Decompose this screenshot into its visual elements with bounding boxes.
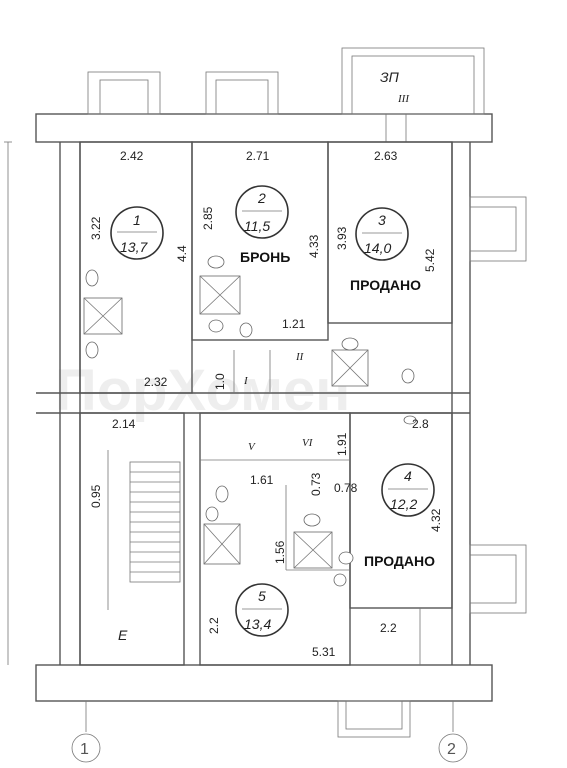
dim-22a: 2.2 bbox=[207, 617, 221, 634]
dim-322: 3.22 bbox=[89, 216, 103, 240]
room-status-2: БРОНЬ bbox=[240, 249, 290, 265]
dim-242: 2.42 bbox=[120, 149, 144, 163]
dim-393: 3.93 bbox=[335, 226, 349, 250]
room-circle-2 bbox=[235, 185, 289, 239]
room-area-5: 13,4 bbox=[244, 616, 271, 632]
room-area-1: 13,7 bbox=[120, 239, 148, 255]
room-area-2: 11,5 bbox=[244, 218, 270, 234]
room-circle-1 bbox=[110, 206, 164, 260]
dim-263: 2.63 bbox=[374, 149, 398, 163]
dim-121: 1.21 bbox=[282, 317, 306, 331]
internal-walls bbox=[79, 141, 453, 666]
dim-432: 4.32 bbox=[429, 508, 443, 532]
dim-214: 2.14 bbox=[112, 417, 136, 431]
stair-label: ЗП bbox=[380, 69, 400, 85]
dim-433: 4.33 bbox=[307, 234, 321, 258]
dimension-labels: 2.42 2.71 2.63 1.21 2.32 2.14 2.8 1.61 0… bbox=[89, 149, 443, 659]
dim-271: 2.71 bbox=[246, 149, 270, 163]
dim-542: 5.42 bbox=[423, 248, 437, 272]
dim-191: 1.91 bbox=[335, 432, 349, 456]
room-status-4: ПРОДАНО bbox=[364, 553, 435, 569]
room-number-1: 1 bbox=[133, 212, 141, 228]
axis-label-2: 2 bbox=[447, 741, 456, 758]
dim-095: 0.95 bbox=[89, 484, 103, 508]
room-status-3: ПРОДАНО bbox=[350, 277, 421, 293]
room-circle-5 bbox=[235, 583, 289, 637]
dim-531: 5.31 bbox=[312, 645, 336, 659]
room-area-4: 12,2 bbox=[390, 496, 417, 512]
bathroom-fixtures bbox=[83, 255, 417, 587]
staircase-label: E bbox=[118, 627, 128, 643]
dim-073: 0.73 bbox=[309, 472, 323, 496]
dim-232: 2.32 bbox=[144, 375, 168, 389]
dim-10: 1.0 bbox=[213, 373, 227, 390]
axis-label-1: 1 bbox=[80, 741, 89, 758]
room-number-5: 5 bbox=[258, 588, 266, 604]
window-bays bbox=[87, 47, 527, 738]
corridor-label-5: V bbox=[248, 441, 256, 453]
corridor-label-2: II bbox=[295, 351, 305, 363]
dim-28: 2.8 bbox=[412, 417, 429, 431]
dim-078: 0.78 bbox=[334, 481, 358, 495]
room-area-3: 14,0 bbox=[364, 240, 391, 256]
staircase bbox=[107, 450, 181, 610]
room-markers: 1 13,7 2 11,5 БРОНЬ 3 14,0 ПРОДАНО 4 12,… bbox=[110, 185, 435, 637]
room-circle-3 bbox=[355, 207, 409, 261]
room-number-4: 4 bbox=[404, 468, 412, 484]
dim-156: 1.56 bbox=[273, 540, 287, 564]
corridor-label-1: I bbox=[243, 375, 249, 387]
room-number-2: 2 bbox=[257, 190, 266, 206]
stair-roman: III bbox=[397, 93, 410, 105]
dim-22b: 2.2 bbox=[380, 621, 397, 635]
dim-44: 4.4 bbox=[175, 245, 189, 262]
grid-axes: 1 2 bbox=[71, 701, 468, 763]
dim-161: 1.61 bbox=[250, 473, 274, 487]
watermark: ПорХомен bbox=[55, 358, 350, 423]
room-number-3: 3 bbox=[378, 212, 386, 228]
room-circle-4 bbox=[381, 463, 435, 517]
corridor-label-6: VI bbox=[302, 437, 314, 449]
dim-285: 2.85 bbox=[201, 206, 215, 230]
